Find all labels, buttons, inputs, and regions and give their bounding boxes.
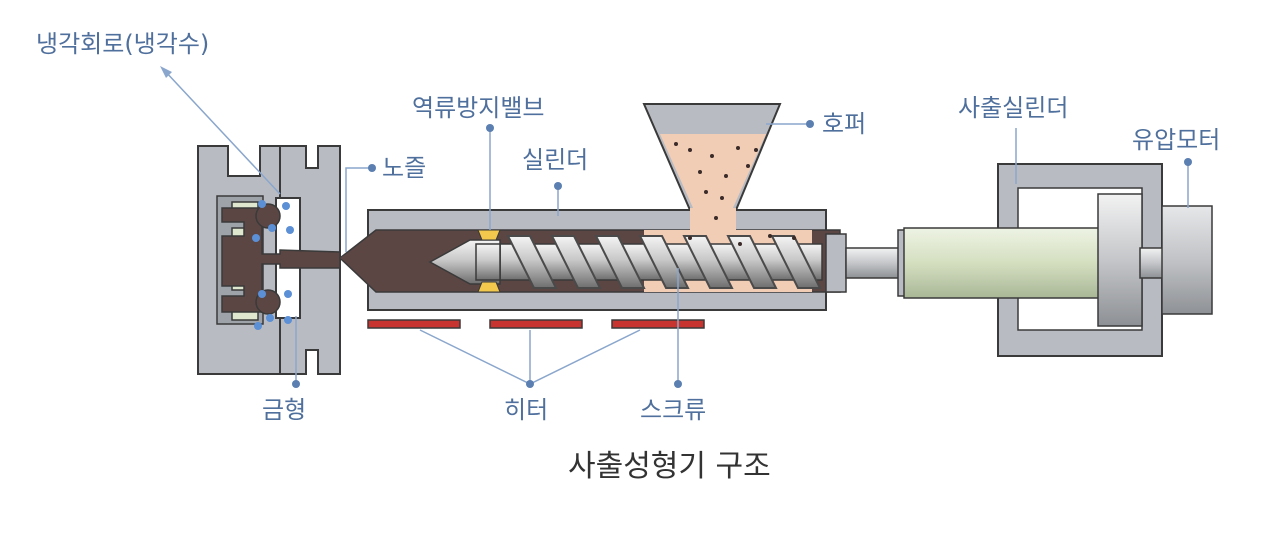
heaters xyxy=(368,320,704,328)
mold xyxy=(198,146,340,374)
barrel xyxy=(340,210,846,310)
heater-band xyxy=(612,320,704,328)
label-mold: 금형 xyxy=(262,398,306,422)
label-check-valve: 역류방지밸브 xyxy=(412,96,544,120)
piston xyxy=(904,228,1104,298)
label-cylinder: 실린더 xyxy=(522,148,588,172)
label-hydraulic-motor: 유압모터 xyxy=(1132,128,1220,152)
ram-rod xyxy=(846,248,904,278)
heater-band xyxy=(490,320,582,328)
hydraulic-motor xyxy=(1162,206,1212,314)
heater-band xyxy=(368,320,460,328)
injection-cylinder xyxy=(904,164,1164,356)
label-nozzle: 노즐 xyxy=(382,156,426,180)
label-cooling-circuit: 냉각회로(냉각수) xyxy=(36,32,209,56)
barrel-end-cap xyxy=(826,234,846,292)
screw xyxy=(430,236,822,288)
runner-ball xyxy=(256,204,280,228)
label-injection-cylinder: 사출실린더 xyxy=(958,96,1068,120)
check-valve-top xyxy=(478,230,500,240)
label-heater: 히터 xyxy=(504,398,548,422)
label-screw: 스크류 xyxy=(640,398,706,422)
diagram-caption: 사출성형기 구조 xyxy=(568,452,771,482)
label-hopper: 호퍼 xyxy=(822,112,866,136)
piston-head xyxy=(1098,194,1142,326)
check-valve-bottom xyxy=(478,282,500,292)
